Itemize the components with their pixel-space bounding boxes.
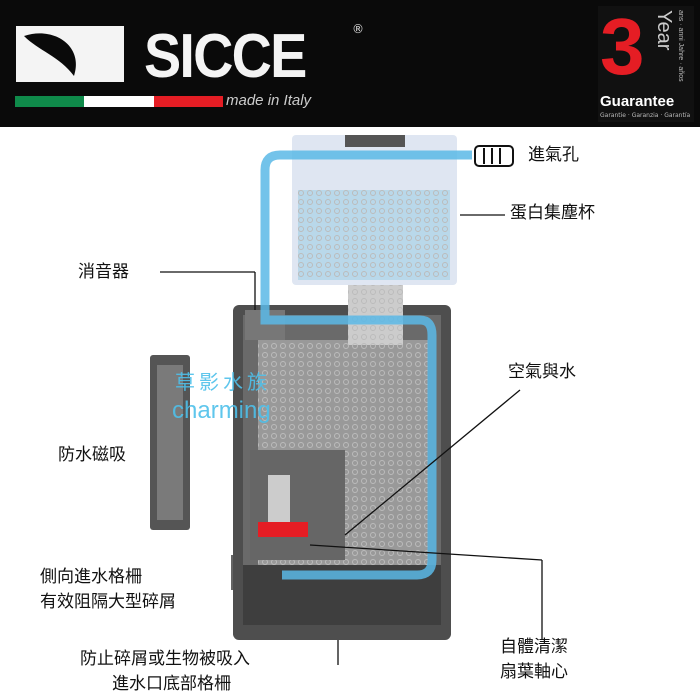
guarantee-label: Guarantee [600, 93, 675, 110]
label-collection-cup: 蛋白集塵杯 [510, 203, 595, 223]
brand-name: SICCE [144, 22, 307, 91]
header-banner: SICCE ® made in Italy 3 Year ans · anni … [0, 0, 700, 127]
guarantee-number: 3 [600, 6, 645, 91]
label-magnet: 防水磁吸 [58, 445, 126, 465]
label-shaft-2: 扇葉軸心 [500, 662, 568, 682]
guarantee-languages: Garantie · Garanzia · Garantía [600, 112, 691, 119]
flow-path [260, 150, 472, 580]
air-inlet-icon [474, 145, 514, 167]
label-shaft-1: 自體清潔 [500, 637, 568, 657]
label-air-inlet: 進氣孔 [528, 145, 579, 165]
collection-cup [292, 135, 457, 345]
made-in-italy: made in Italy [226, 92, 312, 109]
watermark-latin: charming [172, 397, 271, 424]
pump [250, 450, 345, 560]
leader-lines [160, 214, 543, 665]
italian-flag-bar [15, 96, 223, 107]
guarantee-badge: 3 Year ans · anni Jahre · años Guarantee… [598, 6, 694, 122]
label-bottom-grid-1: 防止碎屑或生物被吸入 [80, 649, 250, 669]
watermark-chinese: 草影水族 [175, 370, 271, 394]
registered-mark: ® [352, 22, 364, 36]
label-silencer: 消音器 [78, 262, 129, 282]
guarantee-year: Year [653, 10, 675, 51]
label-side-grid-2: 有效阻隔大型碎屑 [40, 592, 176, 612]
label-air-and-water: 空氣與水 [508, 362, 576, 382]
label-bottom-grid-2: 進水口底部格柵 [112, 674, 231, 694]
label-side-grid-1: 側向進水格柵 [40, 567, 142, 587]
whale-icon [16, 26, 124, 82]
sicce-logo: SICCE ® [14, 16, 364, 91]
guarantee-year-translations: ans · anni Jahre · años [677, 10, 684, 82]
side-magnet-panel [150, 355, 190, 530]
